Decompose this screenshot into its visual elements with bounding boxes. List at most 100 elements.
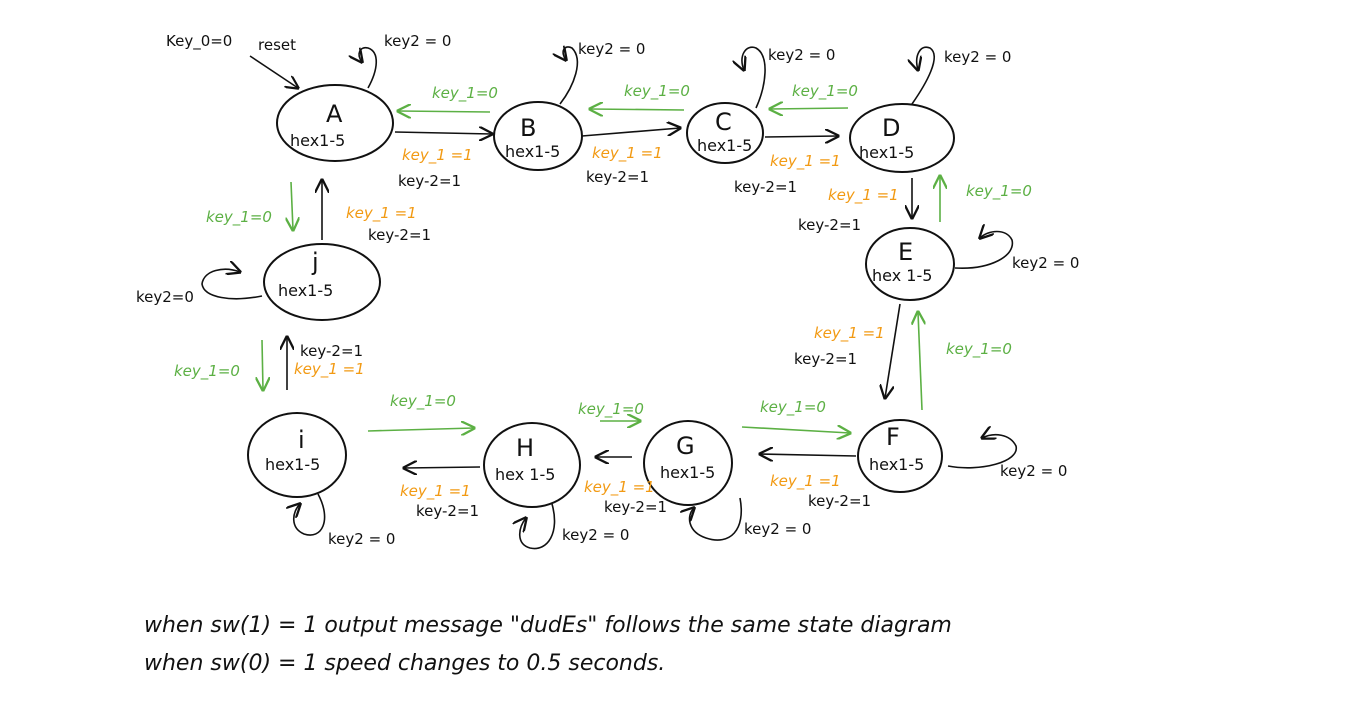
loop-e-label: key2 = 0 bbox=[1012, 254, 1079, 272]
edge-a-b-key2: key-2=1 bbox=[398, 172, 461, 190]
edge-a-b-key1: key_1 =1 bbox=[402, 146, 473, 165]
loop-f-label: key2 = 0 bbox=[1000, 462, 1067, 480]
edge-g-f bbox=[741, 427, 850, 433]
state-e-letter: E bbox=[898, 238, 913, 266]
loop-c bbox=[742, 46, 766, 109]
state-d: D hex1-5 bbox=[849, 103, 955, 173]
edge-h-i bbox=[404, 467, 481, 468]
edge-j-i bbox=[262, 339, 263, 390]
edge-c-d-key1: key_1 =1 bbox=[770, 152, 841, 171]
state-i-sub: hex1-5 bbox=[265, 455, 320, 474]
edge-b-c-key2: key-2=1 bbox=[586, 168, 649, 186]
state-j-sub: hex1-5 bbox=[278, 281, 333, 300]
self-loops bbox=[201, 46, 1017, 550]
state-a-letter: A bbox=[326, 100, 343, 128]
state-a-sub: hex1-5 bbox=[290, 131, 345, 150]
state-j: j hex1-5 bbox=[263, 243, 381, 321]
edge-h-i-key1: key_1 =1 bbox=[400, 482, 471, 501]
edge-e-f bbox=[885, 303, 901, 398]
note-line-1: when sw(1) = 1 output message "dudEs" fo… bbox=[144, 613, 952, 638]
loop-d-label: key2 = 0 bbox=[944, 48, 1011, 66]
edge-d-c-label: key_1=0 bbox=[792, 82, 858, 101]
edge-d-e-key1: key_1 =1 bbox=[828, 186, 899, 205]
state-c: C hex1-5 bbox=[686, 102, 764, 164]
state-h: H hex 1-5 bbox=[483, 422, 581, 508]
edge-h-i-key2: key-2=1 bbox=[416, 502, 479, 520]
state-d-sub: hex1-5 bbox=[859, 143, 914, 162]
edge-f-g-key2: key-2=1 bbox=[808, 492, 871, 510]
edge-h-g-label: key_1=0 bbox=[578, 400, 644, 419]
edge-b-a-label: key_1=0 bbox=[432, 84, 498, 103]
loop-h bbox=[520, 503, 556, 550]
edge-i-j-key2: key-2=1 bbox=[300, 342, 363, 360]
state-e: E hex 1-5 bbox=[865, 227, 955, 301]
loop-a bbox=[359, 46, 378, 89]
edge-b-c-key1: key_1 =1 bbox=[592, 144, 663, 163]
edge-a-j bbox=[291, 181, 293, 230]
note-line-2: when sw(0) = 1 speed changes to 0.5 seco… bbox=[144, 651, 665, 676]
forward-transitions bbox=[287, 128, 912, 468]
state-i: i hex1-5 bbox=[247, 412, 347, 498]
edge-e-f-key1: key_1 =1 bbox=[814, 324, 885, 343]
edge-f-g-key1: key_1 =1 bbox=[770, 472, 841, 491]
state-h-letter: H bbox=[516, 434, 534, 462]
state-g-letter: G bbox=[676, 432, 695, 460]
loop-f bbox=[947, 435, 1017, 469]
loop-h-label: key2 = 0 bbox=[562, 526, 629, 544]
loop-i bbox=[294, 493, 326, 536]
state-f-letter: F bbox=[886, 423, 900, 451]
loop-b-label: key2 = 0 bbox=[578, 40, 645, 58]
loop-g bbox=[690, 497, 743, 541]
state-f-sub: hex1-5 bbox=[869, 455, 924, 474]
edge-f-e bbox=[918, 312, 922, 411]
edge-i-j-key1: key_1 =1 bbox=[294, 360, 365, 379]
loop-g-label: key2 = 0 bbox=[744, 520, 811, 538]
state-b: B hex1-5 bbox=[493, 101, 583, 171]
loop-d bbox=[912, 46, 935, 105]
state-b-sub: hex1-5 bbox=[505, 142, 560, 161]
loop-j-label: key2=0 bbox=[136, 288, 194, 306]
edge-a-b bbox=[394, 132, 492, 134]
edge-b-a bbox=[398, 111, 491, 112]
edge-i-h-label: key_1=0 bbox=[390, 392, 456, 411]
state-g: G hex1-5 bbox=[643, 420, 733, 506]
edge-d-c bbox=[770, 108, 849, 109]
edge-g-f-label: key_1=0 bbox=[760, 398, 826, 417]
reverse-transitions bbox=[262, 108, 940, 433]
loop-b bbox=[560, 47, 579, 105]
edge-f-e-label: key_1=0 bbox=[946, 340, 1012, 359]
edge-d-e-key2: key-2=1 bbox=[798, 216, 861, 234]
edge-g-h-key2: key-2=1 bbox=[604, 498, 667, 516]
state-d-letter: D bbox=[882, 114, 900, 142]
edge-c-d-key2: key-2=1 bbox=[734, 178, 797, 196]
state-j-letter: j bbox=[311, 248, 319, 276]
edge-c-b bbox=[590, 109, 685, 110]
loop-j bbox=[201, 269, 263, 300]
edge-b-c bbox=[581, 128, 680, 137]
state-f: F hex1-5 bbox=[857, 419, 943, 493]
edge-e-f-key2: key-2=1 bbox=[794, 350, 857, 368]
edge-a-j-label: key_1=0 bbox=[206, 208, 272, 227]
edge-j-i-label: key_1=0 bbox=[174, 362, 240, 381]
reset-condition-label: Key_0=0 bbox=[166, 32, 232, 51]
edge-g-h-key1: key_1 =1 bbox=[584, 478, 655, 497]
loop-a-label: key2 = 0 bbox=[384, 32, 451, 50]
state-c-letter: C bbox=[715, 108, 732, 136]
state-c-sub: hex1-5 bbox=[697, 136, 752, 155]
state-g-sub: hex1-5 bbox=[660, 463, 715, 482]
loop-c-label: key2 = 0 bbox=[768, 46, 835, 64]
edge-i-h bbox=[367, 428, 474, 431]
edge-c-b-label: key_1=0 bbox=[624, 82, 690, 101]
reset-label: reset bbox=[258, 36, 296, 54]
edge-f-g bbox=[760, 454, 857, 456]
edge-j-a-key1: key_1 =1 bbox=[346, 204, 417, 223]
edge-e-d-label: key_1=0 bbox=[966, 182, 1032, 201]
state-i-letter: i bbox=[298, 426, 305, 454]
state-a: A hex1-5 bbox=[276, 84, 394, 162]
edge-c-d bbox=[764, 136, 838, 137]
edge-j-a-key2: key-2=1 bbox=[368, 226, 431, 244]
loop-i-label: key2 = 0 bbox=[328, 530, 395, 548]
loop-e bbox=[954, 232, 1014, 269]
reset-arrow bbox=[249, 55, 298, 88]
